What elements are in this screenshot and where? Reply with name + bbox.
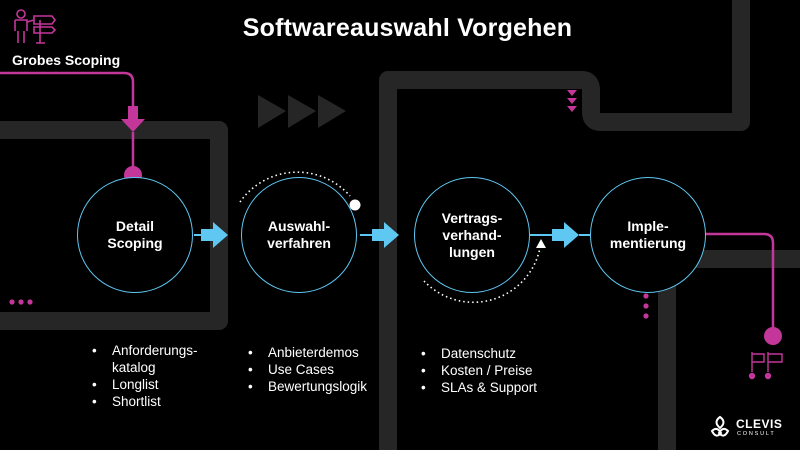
page-title: Softwareauswahl Vorgehen <box>242 14 573 42</box>
decorative-dots <box>9 293 649 319</box>
step-implementierung: Imple- mentierung <box>590 177 706 293</box>
list-item: Use Cases <box>248 361 367 378</box>
arrow-3 <box>552 222 579 248</box>
forward-chevrons-icon <box>258 95 346 128</box>
end-connector <box>698 232 782 345</box>
flow-arrows <box>201 222 579 248</box>
list-detail-scoping: Anforderungs- katalog Longlist Shortlist <box>92 342 198 410</box>
list-item: Shortlist <box>92 393 198 410</box>
list-item: Kosten / Preise <box>421 362 537 379</box>
start-connector <box>0 71 145 184</box>
logo-subtitle: CONSULT <box>737 431 776 437</box>
progress-dot <box>349 199 361 211</box>
list-item: Anbieterdemos <box>248 344 367 361</box>
down-chevrons-icon <box>567 90 577 112</box>
step-auswahlverfahren: Auswahl- verfahren <box>241 177 357 293</box>
step-vertragsverhandlungen: Vertrags- verhand- lungen <box>414 177 530 293</box>
start-label: Grobes Scoping <box>12 52 121 68</box>
logo-name: CLEVIS <box>736 417 783 431</box>
arrow-1 <box>201 222 228 248</box>
step-detail-scoping: Detail Scoping <box>77 177 193 293</box>
list-item: Datenschutz <box>421 345 537 362</box>
road-left <box>0 121 228 330</box>
person-signpost-icon <box>14 9 57 44</box>
clevis-logo-icon <box>710 415 730 437</box>
list-item: Bewertungslogik <box>248 378 367 395</box>
list-item: Longlist <box>92 376 198 393</box>
road-middle <box>379 0 750 450</box>
arrow-2 <box>372 222 399 248</box>
list-item: Anforderungs- katalog <box>92 342 198 376</box>
finish-flags-icon <box>748 352 783 380</box>
list-item: SLAs & Support <box>421 379 537 396</box>
progress-arrowhead <box>536 239 546 248</box>
clevis-logo: CLEVIS CONSULT <box>707 414 797 444</box>
list-auswahlverfahren: Anbieterdemos Use Cases Bewertungslogik <box>248 344 367 395</box>
progress-arcs <box>239 171 541 304</box>
list-vertragsverhandlungen: Datenschutz Kosten / Preise SLAs & Suppo… <box>421 345 537 396</box>
